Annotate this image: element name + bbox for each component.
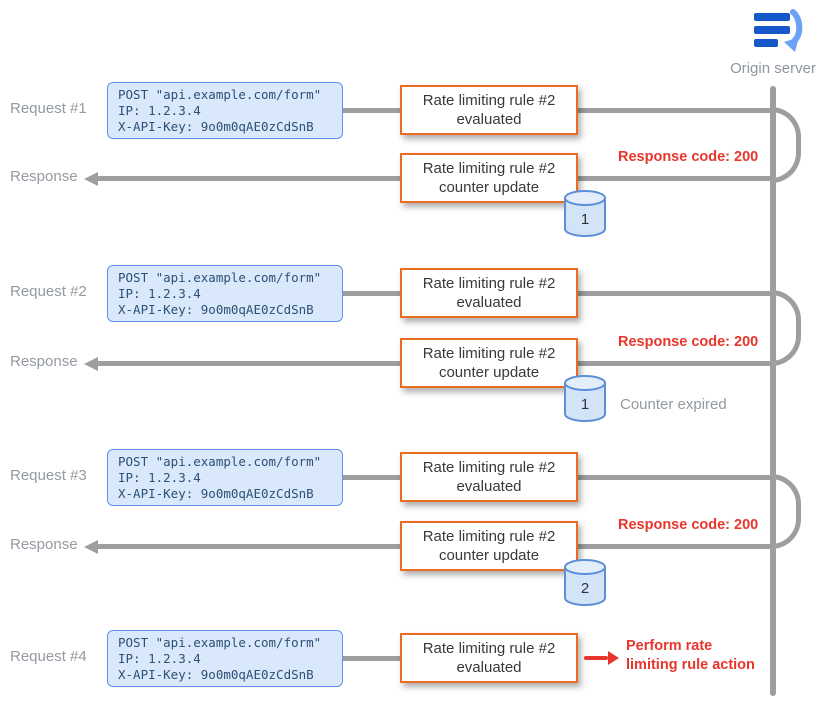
response-arrowhead xyxy=(84,172,98,186)
payload-line: POST "api.example.com/form" xyxy=(118,635,322,650)
payload-line: POST "api.example.com/form" xyxy=(118,87,322,102)
response-code-note: Response code: 200 xyxy=(618,149,759,165)
payload-line: POST "api.example.com/form" xyxy=(118,454,322,469)
counter-value: 1 xyxy=(581,211,589,228)
server-label: Origin server xyxy=(730,60,816,77)
response-arrowhead xyxy=(84,540,98,554)
rule-evaluated-line2: evaluated xyxy=(456,294,522,311)
rule-evaluated-box: Rate limiting rule #2 evaluated xyxy=(400,452,578,502)
payload-line: X-API-Key: 9o0m0qAE0zCdSnB xyxy=(118,486,314,501)
rule-action-note: Perform rate limiting rule action xyxy=(626,637,755,675)
payload-line: IP: 1.2.3.4 xyxy=(118,651,201,666)
counter-value: 1 xyxy=(581,396,589,413)
counter-update-box: Rate limiting rule #2 counter update xyxy=(400,153,578,203)
payload-line: X-API-Key: 9o0m0qAE0zCdSnB xyxy=(118,302,314,317)
rule-evaluated-line1: Rate limiting rule #2 xyxy=(422,459,556,476)
rule-evaluated-line2: evaluated xyxy=(456,111,522,128)
response-code-note: Response code: 200 xyxy=(618,334,759,350)
action-arrow-line xyxy=(584,656,608,660)
counter-update-box: Rate limiting rule #2 counter update xyxy=(400,521,578,571)
request-label: Request #4 xyxy=(10,648,87,665)
response-label: Response xyxy=(10,168,78,185)
rule-action-note-line1: Perform rate xyxy=(626,638,713,654)
rule-evaluated-box: Rate limiting rule #2 evaluated xyxy=(400,85,578,135)
response-label: Response xyxy=(10,353,78,370)
rule-action-note-line2: limiting rule action xyxy=(626,657,755,673)
rule-evaluated-line2: evaluated xyxy=(456,659,522,676)
server-rules-icon xyxy=(754,9,803,52)
request-label: Request #1 xyxy=(10,100,87,117)
counter-update-line2: counter update xyxy=(438,179,540,196)
counter-database-icon: 2 xyxy=(564,559,606,606)
payload-line: X-API-Key: 9o0m0qAE0zCdSnB xyxy=(118,667,314,682)
response-label: Response xyxy=(10,536,78,553)
rule-evaluated-line2: evaluated xyxy=(456,478,522,495)
server-lifeline xyxy=(770,86,776,696)
request-label: Request #3 xyxy=(10,467,87,484)
counter-database-icon: 1 xyxy=(564,190,606,237)
counter-update-box: Rate limiting rule #2 counter update xyxy=(400,338,578,388)
rule-evaluated-line1: Rate limiting rule #2 xyxy=(422,640,556,657)
counter-update-line1: Rate limiting rule #2 xyxy=(422,528,556,545)
request-label: Request #2 xyxy=(10,283,87,300)
payload-line: POST "api.example.com/form" xyxy=(118,270,322,285)
counter-update-line1: Rate limiting rule #2 xyxy=(422,160,556,177)
payload-line: IP: 1.2.3.4 xyxy=(118,103,201,118)
request-payload-box: POST "api.example.com/form" IP: 1.2.3.4 … xyxy=(107,265,343,322)
request-payload-box: POST "api.example.com/form" IP: 1.2.3.4 … xyxy=(107,630,343,687)
action-arrowhead xyxy=(608,651,619,665)
response-arrowhead xyxy=(84,357,98,371)
counter-update-line1: Rate limiting rule #2 xyxy=(422,345,556,362)
counter-update-line2: counter update xyxy=(438,547,540,564)
rule-evaluated-box: Rate limiting rule #2 evaluated xyxy=(400,268,578,318)
rule-evaluated-line1: Rate limiting rule #2 xyxy=(422,275,556,292)
counter-expired-note: Counter expired xyxy=(620,396,727,413)
request-payload-box: POST "api.example.com/form" IP: 1.2.3.4 … xyxy=(107,82,343,139)
response-code-note: Response code: 200 xyxy=(618,517,759,533)
rule-evaluated-line1: Rate limiting rule #2 xyxy=(422,92,556,109)
counter-database-icon: 1 xyxy=(564,375,606,422)
payload-line: IP: 1.2.3.4 xyxy=(118,470,201,485)
payload-line: X-API-Key: 9o0m0qAE0zCdSnB xyxy=(118,119,314,134)
request-line xyxy=(338,656,402,661)
counter-value: 2 xyxy=(581,580,589,597)
counter-update-line2: counter update xyxy=(438,364,540,381)
rule-evaluated-box: Rate limiting rule #2 evaluated xyxy=(400,633,578,683)
payload-line: IP: 1.2.3.4 xyxy=(118,286,201,301)
request-payload-box: POST "api.example.com/form" IP: 1.2.3.4 … xyxy=(107,449,343,506)
